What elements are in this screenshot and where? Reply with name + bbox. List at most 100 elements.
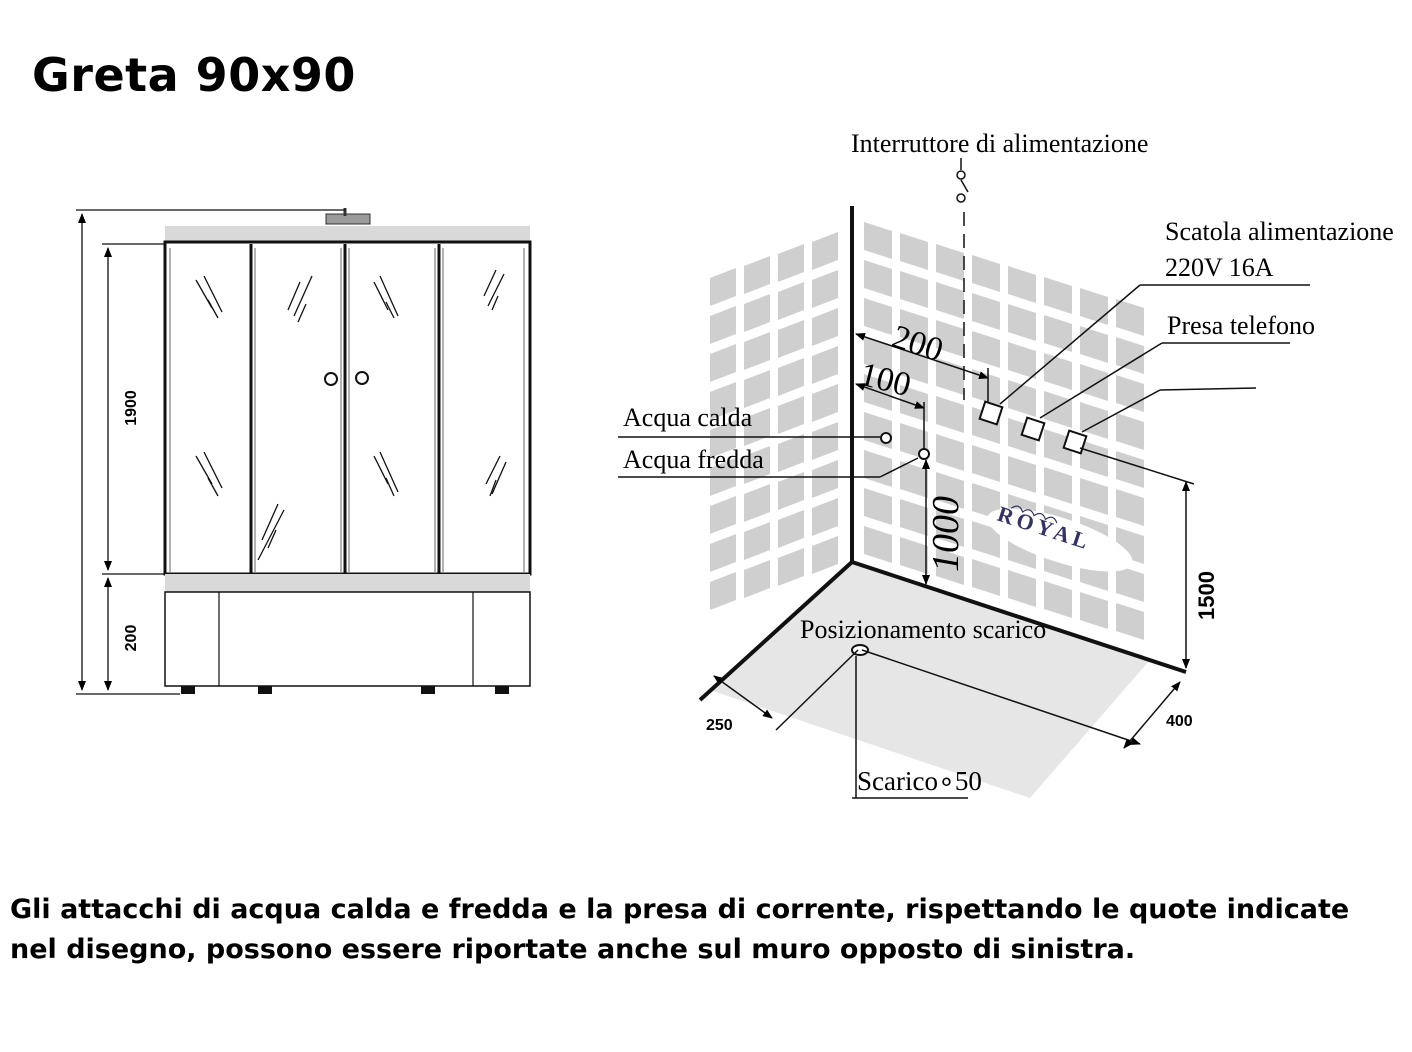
shower-tray-rim <box>165 574 530 592</box>
wall-tile <box>710 306 736 344</box>
corner-view: ROYAL Interruttore di alimentazione Scat <box>618 129 1394 799</box>
wall-tile <box>710 344 736 382</box>
wall-tile <box>778 244 804 282</box>
wall-tile <box>864 450 892 487</box>
dim-250-label: 250 <box>706 717 733 734</box>
power-box-icon <box>978 400 1004 426</box>
wall-tile <box>1116 337 1144 374</box>
power-box-label-line1: Scatola alimentazione <box>1165 217 1394 246</box>
wall-tile <box>972 483 1000 520</box>
dim-1500-label: 1500 <box>1194 571 1219 620</box>
wall-tile <box>710 572 736 610</box>
wall-tile <box>1008 266 1036 303</box>
wall-tile <box>900 233 928 270</box>
wall-tile <box>972 521 1000 558</box>
wall-tile <box>1116 565 1144 602</box>
wall-tile <box>1008 342 1036 379</box>
wall-tile <box>900 461 928 498</box>
wall-tile <box>1116 451 1144 488</box>
dim-base-label: 200 <box>123 625 140 652</box>
power-box-label-line2: 220V 16A <box>1165 253 1274 282</box>
wall-tile <box>744 522 770 560</box>
tray-feet <box>181 686 509 694</box>
front-view: 1900 200 <box>76 208 532 695</box>
cabin-roof <box>165 226 530 242</box>
wall-tile <box>1080 364 1108 401</box>
wall-tile <box>744 256 770 294</box>
wall-tile <box>1044 429 1072 466</box>
shower-tray-base <box>164 591 531 687</box>
wall-tile <box>900 537 928 574</box>
wall-tile <box>1008 570 1036 607</box>
wall-tile <box>936 282 964 319</box>
wall-tile <box>812 270 838 308</box>
wall-tile <box>1116 299 1144 336</box>
wall-tile <box>900 499 928 536</box>
wall-tile <box>710 534 736 572</box>
wall-tile <box>1008 456 1036 493</box>
door-handle-right-icon <box>355 371 369 385</box>
wall-tile <box>710 382 736 420</box>
shower-head-icon <box>325 213 371 225</box>
wall-tile <box>812 346 838 384</box>
power-switch-label: Interruttore di alimentazione <box>851 129 1148 158</box>
wall-tile <box>1080 288 1108 325</box>
wall-tile <box>1080 440 1108 477</box>
wall-tile <box>900 271 928 308</box>
wall-tile <box>1080 592 1108 629</box>
wall-tile <box>1116 603 1144 640</box>
drain-position-label: Posizionamento scarico <box>800 615 1046 644</box>
wall-tile <box>812 232 838 270</box>
left-wall-tiles <box>710 232 838 610</box>
wall-tile <box>744 560 770 598</box>
wall-tile <box>1008 380 1036 417</box>
wall-tile <box>1116 489 1144 526</box>
wall-tile <box>864 260 892 297</box>
hot-water-outlet-icon <box>880 432 892 444</box>
wall-tile <box>1044 391 1072 428</box>
cold-water-outlet-icon <box>918 448 930 460</box>
drain-label: Scarico∘50 <box>857 766 982 796</box>
wall-tile <box>710 268 736 306</box>
wall-tile <box>972 331 1000 368</box>
page-title: Greta 90x90 <box>32 48 356 102</box>
wall-tile <box>812 536 838 574</box>
wall-tile <box>744 370 770 408</box>
wall-tile <box>744 484 770 522</box>
wall-tile <box>936 510 964 547</box>
wall-tile <box>1044 277 1072 314</box>
wall-tile <box>1044 315 1072 352</box>
dim-height-label: 1900 <box>123 390 140 426</box>
installation-note: Gli attacchi di acqua calda e fredda e l… <box>10 894 1350 965</box>
wall-tile <box>972 445 1000 482</box>
wall-tile <box>1044 581 1072 618</box>
wall-tile <box>812 308 838 346</box>
wall-tile <box>778 282 804 320</box>
wall-tile <box>778 396 804 434</box>
wall-tile <box>936 358 964 395</box>
wall-tile <box>812 460 838 498</box>
wall-tile <box>1044 353 1072 390</box>
floor <box>710 560 1150 798</box>
wall-tile <box>778 358 804 396</box>
wall-tile <box>778 548 804 586</box>
phone-socket-icon <box>1020 416 1046 442</box>
wall-tile <box>1044 467 1072 504</box>
wall-tile <box>812 422 838 460</box>
wall-tile <box>812 498 838 536</box>
wall-tile <box>778 434 804 472</box>
wall-tile <box>864 298 892 335</box>
wall-tile <box>744 446 770 484</box>
door-handle-left-icon <box>324 372 338 386</box>
dim-1000-label: 1000 <box>925 496 967 572</box>
wall-tile <box>972 559 1000 596</box>
wall-tile <box>778 320 804 358</box>
wall-tile <box>1080 478 1108 515</box>
wall-tile <box>778 472 804 510</box>
wall-tile <box>864 526 892 563</box>
wall-tile <box>864 488 892 525</box>
front-dimensions <box>76 209 345 695</box>
cold-water-label: Acqua fredda <box>623 445 764 474</box>
wall-tile <box>812 384 838 422</box>
